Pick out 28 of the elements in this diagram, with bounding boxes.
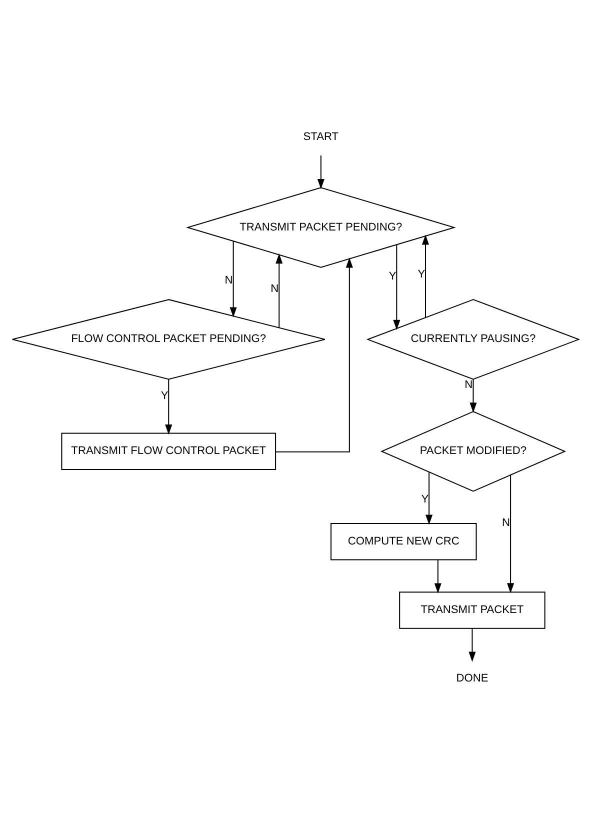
arrow	[470, 380, 477, 413]
arrow	[422, 234, 430, 318]
edge-label: Y	[421, 494, 429, 506]
arrow	[230, 241, 237, 318]
arrow	[276, 258, 353, 452]
node-text: DONE	[456, 672, 488, 685]
node-diamond: FLOW CONTROL PACKET PENDING?	[12, 299, 326, 380]
edge-label: Y	[418, 268, 426, 281]
arrow	[393, 244, 400, 330]
arrow	[507, 475, 514, 594]
edge-label: Y	[160, 390, 168, 402]
edge-label: N	[224, 274, 233, 286]
node-box: TRANSMIT PACKET	[399, 592, 546, 629]
node-diamond: CURRENTLY PAUSING?	[366, 299, 580, 380]
edge-label: N	[270, 283, 279, 296]
node-diamond: PACKET MODIFIED?	[380, 410, 566, 492]
node-box: TRANSMIT FLOW CONTROL PACKET	[61, 432, 276, 470]
arrow	[317, 155, 324, 190]
edge-label: Y	[388, 270, 396, 282]
node-box: COMPUTE NEW CRC	[330, 522, 477, 560]
arrow	[434, 560, 442, 594]
edge-label: N	[464, 379, 473, 392]
arrow	[165, 380, 172, 435]
arrow	[426, 472, 433, 525]
arrow	[468, 628, 476, 662]
arrow	[276, 254, 283, 328]
node-text: START	[303, 131, 339, 144]
edge-label: N	[502, 517, 510, 530]
